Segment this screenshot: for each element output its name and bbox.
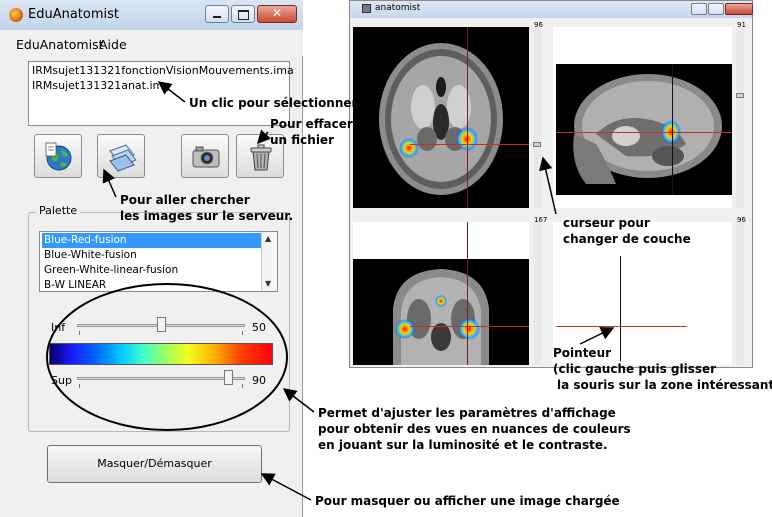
palette-list[interactable]: Blue-Red-fusion Blue-White-fusion Green-…	[39, 231, 278, 292]
note-cursor-2: changer de couche	[563, 232, 691, 246]
server-images-button[interactable]	[97, 134, 145, 178]
note-select: Un clic pour sélectionner	[189, 96, 358, 110]
note-delete-1: Pour effacer	[270, 117, 353, 131]
axial-brain-image	[379, 43, 503, 195]
arrow-adjust	[282, 388, 315, 413]
documents-icon	[109, 144, 137, 172]
menu-eduanatomist[interactable]: EduAnatomist	[16, 37, 104, 52]
palette-item[interactable]: Blue-Red-fusion	[42, 233, 261, 248]
file-item[interactable]: IRMsujet131321fonctionVisionMouvements.i…	[32, 64, 294, 77]
arrow-pointer	[579, 327, 615, 345]
sagittal-cursor-horizontal	[556, 132, 732, 133]
minimize-button[interactable]	[205, 5, 229, 23]
palette-group	[28, 212, 290, 432]
empty-scale-max: 96	[737, 216, 746, 224]
sagittal-layer-cursor[interactable]	[736, 93, 744, 98]
delete-button[interactable]	[236, 134, 284, 178]
palette-scrollbar[interactable]: ▲ ▼	[261, 232, 277, 291]
note-adjust-2: pour obtenir des vues en nuances de coul…	[318, 422, 631, 436]
note-pointer-2: (clic gauche puis glisser	[553, 362, 717, 376]
close-button[interactable]: ✕	[257, 5, 297, 23]
anatomist-close-button[interactable]	[725, 3, 753, 15]
note-cursor-1: curseur pour	[563, 216, 650, 230]
menu-aide[interactable]: Aide	[99, 37, 127, 52]
sagittal-scale-max: 91	[737, 21, 746, 29]
palette-group-label: Palette	[36, 204, 81, 217]
anatomist-title-bar[interactable]	[350, 1, 752, 18]
mask-button[interactable]: Masquer/Démasquer	[47, 445, 262, 483]
arrow-delete	[256, 129, 272, 145]
highlight-ellipse	[46, 283, 288, 431]
empty-view[interactable]	[553, 222, 732, 365]
file-item[interactable]: IRMsujet131321anat.img	[32, 79, 171, 92]
maximize-button[interactable]	[231, 5, 255, 23]
palette-item[interactable]: Green-White-linear-fusion	[44, 264, 179, 276]
anatomist-title: anatomist	[375, 3, 421, 13]
palette-item[interactable]: Blue-White-fusion	[44, 249, 137, 261]
note-adjust-1: Permet d'ajuster les paramètres d'affich…	[318, 406, 616, 420]
note-pointer-3: la souris sur la zone intéressante)	[557, 378, 772, 392]
axial-scale-max: 96	[534, 21, 543, 29]
scroll-up-icon[interactable]: ▲	[265, 234, 272, 243]
note-adjust-3: en jouant sur la luminosité et le contra…	[318, 438, 608, 452]
sagittal-layer-scale[interactable]	[736, 27, 744, 208]
pointer-cursor-horizontal	[556, 326, 687, 327]
anatomist-minimize-button[interactable]	[691, 3, 707, 15]
note-pointer-1: Pointeur	[553, 346, 612, 360]
coronal-cursor-horizontal	[410, 326, 529, 327]
sagittal-view[interactable]	[553, 27, 732, 208]
coronal-scale-max: 167	[534, 216, 548, 224]
palette-item[interactable]: B-W LINEAR	[44, 279, 107, 291]
arrow-mask	[260, 473, 312, 501]
minimize-icon	[213, 16, 221, 18]
arrow-cursor	[539, 156, 557, 215]
sagittal-cursor-vertical	[672, 64, 673, 195]
snapshot-button[interactable]	[181, 134, 229, 178]
pointer-cursor-vertical	[620, 256, 621, 361]
axial-layer-cursor[interactable]	[533, 142, 541, 147]
note-mask: Pour masquer ou afficher une image charg…	[315, 494, 620, 508]
anatomist-app-icon	[362, 4, 371, 13]
note-fetch-1: Pour aller chercher	[120, 193, 250, 207]
load-button[interactable]	[34, 134, 82, 178]
sagittal-brain-image	[573, 74, 722, 184]
app-logo-icon	[9, 8, 23, 22]
arrow-fetch	[102, 168, 117, 198]
close-icon: ✕	[272, 6, 283, 20]
anatomist-maximize-button[interactable]	[708, 3, 724, 15]
coronal-brain-image	[393, 269, 489, 365]
note-delete-2: un fichier	[270, 133, 334, 147]
globe-icon	[45, 142, 72, 171]
axial-layer-scale[interactable]	[533, 27, 541, 208]
empty-layer-scale[interactable]	[736, 222, 744, 365]
coronal-view[interactable]	[353, 222, 529, 365]
trash-icon	[250, 144, 272, 171]
window-title: EduAnatomist	[28, 7, 119, 22]
axial-view[interactable]	[353, 27, 529, 208]
scroll-down-icon[interactable]: ▼	[265, 279, 272, 288]
arrow-select	[157, 81, 186, 103]
cursor-line-vertical	[467, 27, 468, 208]
maximize-icon	[238, 10, 249, 20]
cursor-line-horizontal	[410, 144, 529, 145]
coronal-cursor-vertical	[467, 222, 468, 365]
note-fetch-2: les images sur le serveur.	[120, 209, 294, 223]
camera-icon	[192, 146, 220, 168]
menu-bar	[0, 30, 303, 56]
coronal-layer-scale[interactable]	[533, 222, 541, 365]
